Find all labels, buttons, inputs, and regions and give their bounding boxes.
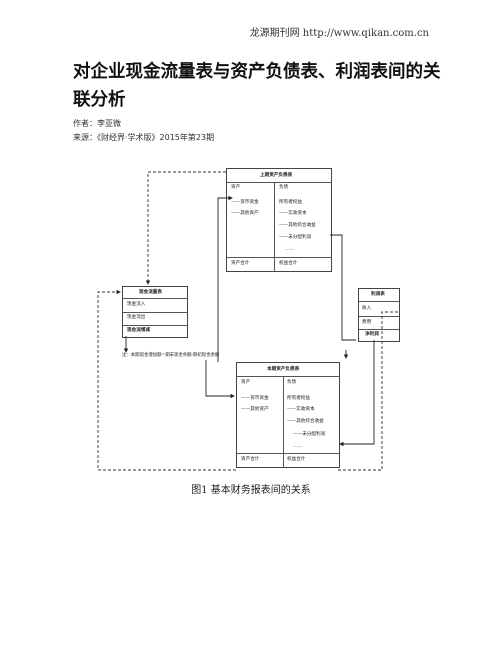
cashflow-outflow: 现金流出: [127, 315, 146, 320]
prev-bs-title: 上期资产负债表: [260, 173, 293, 178]
line-note-to-curr-cash: [205, 360, 235, 399]
cashflow-title: 现金流量表: [139, 290, 162, 295]
curr-bs-total-assets: 资产合计: [241, 457, 260, 462]
curr-bs-paid-capital: ——实收资本: [287, 407, 315, 412]
income-title: 利润表: [371, 292, 385, 297]
income-expense: 费用: [362, 320, 372, 325]
article-source: 来源：《财经界·学术版》2015年第23期: [73, 133, 215, 142]
financial-statements-diagram: 上期资产负债表 资产 负债 ——货币资金 ——其他资产 所有者权益 ——实收资本…: [90, 162, 402, 482]
prev-bs-col-assets: 资产: [231, 185, 241, 190]
curr-bs-col-assets: 资产: [241, 380, 251, 385]
income-statement: 利润表 收入 费用 净利润: [358, 288, 400, 342]
cashflow-inflow: 现金流入: [127, 302, 146, 307]
curr-bs-col-liab: 负债: [287, 380, 297, 385]
prev-bs-total-equity: 权益合计: [279, 261, 298, 266]
cashflow-statement: 现金流量表 现金流入 现金流出 现金流增减: [122, 286, 188, 338]
prev-bs-oci: ——其他综合收益: [279, 223, 316, 228]
income-net-profit: 净利润: [365, 332, 379, 337]
prev-bs-ellipsis: ……: [285, 247, 295, 252]
site-header: 龙源期刊网 http://www.qikan.com.cn: [249, 28, 429, 39]
curr-bs-total-equity: 权益合计: [287, 457, 306, 462]
curr-bs-retained: ——未分配利润: [293, 432, 326, 437]
curr-bs-asset-cash: ——货币资金: [241, 396, 269, 401]
dashed-income-to-curr: [338, 311, 398, 471]
diagram-connectors: [97, 171, 398, 471]
prev-bs-asset-cash: ——货币资金: [231, 200, 259, 205]
prev-bs-paid-capital: ——实收资本: [279, 211, 307, 216]
curr-balance-sheet: 本期资产负债表 资产 负债 ——货币资金 ——其他资产 所有者权益 ——实收资本…: [236, 362, 340, 468]
prev-balance-sheet: 上期资产负债表 资产 负债 ——货币资金 ——其他资产 所有者权益 ——实收资本…: [226, 168, 332, 272]
article-author: 作者：李亚微: [73, 119, 121, 128]
prev-bs-equity: 所有者权益: [279, 200, 302, 205]
curr-bs-equity: 所有者权益: [287, 396, 310, 401]
prev-bs-col-liab: 负债: [279, 185, 289, 190]
dashed-curr-to-cashflow: [97, 289, 236, 471]
curr-bs-ellipsis: ……: [293, 444, 303, 449]
curr-bs-asset-other: ——其他资产: [241, 407, 269, 412]
line-prev-cash-to-curr: [217, 195, 233, 362]
line-netprofit-to-curr-retained: [339, 340, 375, 447]
cashflow-change: 现金流增减: [127, 328, 150, 333]
income-revenue: 收入: [362, 306, 372, 311]
prev-bs-asset-other: ——其他资产: [231, 211, 259, 216]
article-title: 对企业现金流量表与资产负债表、利润表间的关联分析: [73, 62, 441, 110]
figure-caption: 图1 基本财务报表间的关系: [191, 485, 311, 496]
curr-bs-oci: ——其他综合收益: [287, 419, 324, 424]
curr-bs-title: 本期资产负债表: [267, 367, 300, 372]
prev-bs-retained: ——未分配利润: [279, 235, 312, 240]
line-prev-retained-to-income: [330, 234, 356, 341]
prev-bs-total-assets: 资产合计: [231, 261, 250, 266]
cash-increase-note: 注：本期现金增加额=期末现金余额-期初现金余额: [122, 353, 220, 358]
dashed-prev-to-cashflow: [145, 171, 226, 285]
